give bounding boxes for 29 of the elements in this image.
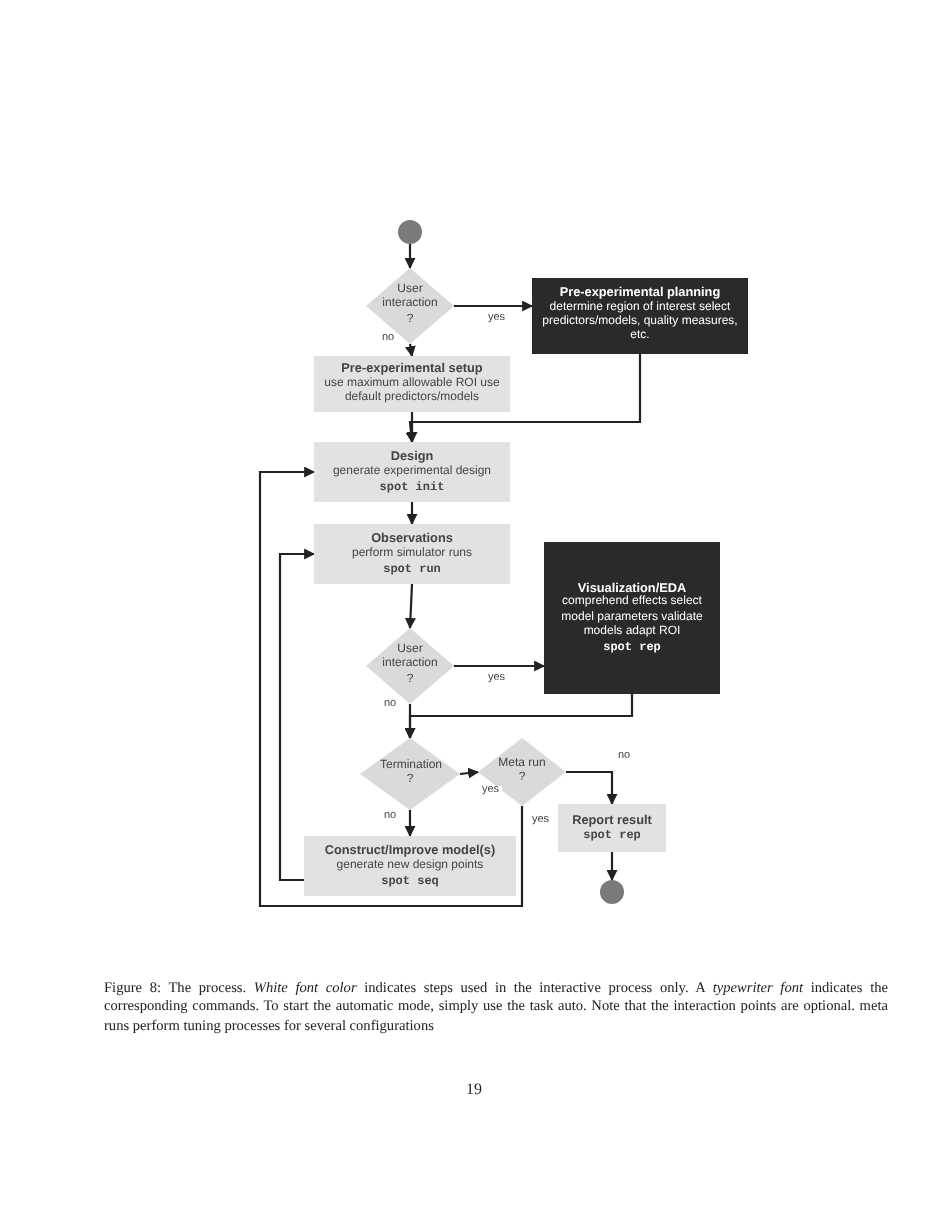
arrow <box>454 300 534 312</box>
arrow <box>278 548 316 882</box>
terminal-circle <box>600 880 624 904</box>
arrow <box>405 354 642 444</box>
process-box <box>304 836 516 896</box>
process-box <box>314 356 510 412</box>
arrow <box>459 767 480 779</box>
decision-diamond <box>366 628 454 704</box>
process-box <box>558 804 666 852</box>
arrow <box>404 343 416 358</box>
process-box <box>314 442 510 502</box>
decision-diamond <box>478 738 566 806</box>
arrow <box>404 704 416 740</box>
arrow <box>566 770 618 806</box>
arrow <box>406 502 418 526</box>
arrow <box>406 412 418 444</box>
terminal-circle <box>398 220 422 244</box>
arrow <box>404 244 416 270</box>
process-box <box>532 278 748 354</box>
process-box <box>544 542 720 694</box>
decision-diamond <box>360 738 460 810</box>
page-number: 19 <box>464 1080 484 1098</box>
arrow <box>404 583 416 630</box>
arrow <box>606 852 618 882</box>
process-box <box>314 524 510 584</box>
arrow <box>454 660 546 672</box>
arrow <box>258 466 524 908</box>
arrow <box>404 810 416 838</box>
decision-diamond <box>366 268 454 344</box>
